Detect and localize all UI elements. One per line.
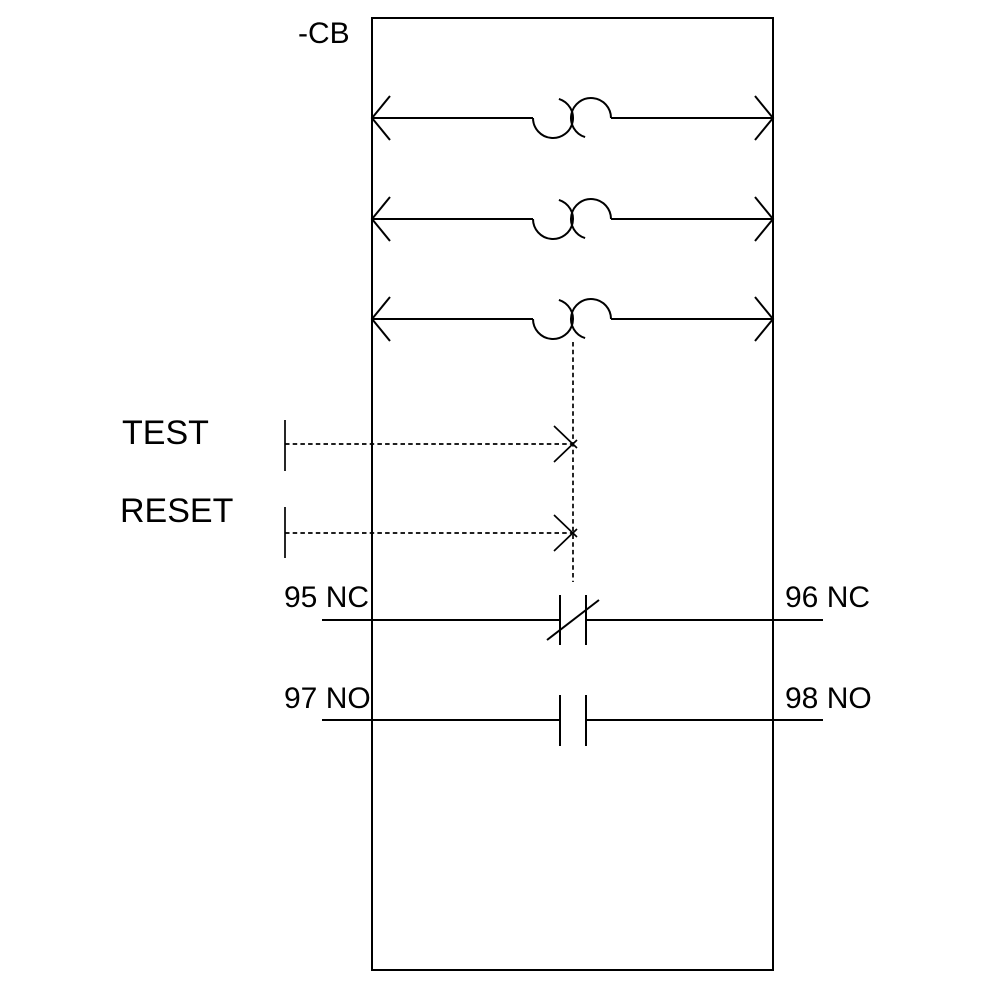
device-outline xyxy=(371,17,774,971)
current-transformer-symbol xyxy=(532,298,612,340)
arrowhead-right-icon xyxy=(754,296,775,342)
ct-circle-right xyxy=(570,298,612,340)
arrowhead-left-icon xyxy=(370,196,391,242)
current-transformer-symbol xyxy=(532,97,612,139)
test-label: TEST xyxy=(122,414,209,452)
arrowhead-right-icon xyxy=(754,95,775,141)
current-transformer-symbol xyxy=(532,198,612,240)
ct-circle-right xyxy=(570,198,612,240)
reset-arrowhead-icon xyxy=(553,514,578,552)
no-contact-symbol xyxy=(322,695,823,746)
pole-2 xyxy=(370,196,775,242)
ct-circle-left xyxy=(532,198,574,240)
pole-1 xyxy=(370,95,775,141)
test-arrowhead-icon xyxy=(553,425,578,463)
ct-circle-right xyxy=(570,97,612,139)
reset-label: RESET xyxy=(120,492,234,530)
terminal-97-no-label: 97 NO xyxy=(284,682,371,715)
arrowhead-right-icon xyxy=(754,196,775,242)
test-actuator xyxy=(284,420,578,471)
ct-circle-left xyxy=(532,97,574,139)
reset-actuator xyxy=(284,507,578,558)
ct-circle-left xyxy=(532,298,574,340)
nc-contact-symbol xyxy=(322,595,823,645)
terminal-98-no-label: 98 NO xyxy=(785,682,872,715)
terminal-96-nc-label: 96 NC xyxy=(785,581,871,614)
pole-3 xyxy=(370,296,775,342)
nc-slash xyxy=(546,599,600,641)
arrowhead-left-icon xyxy=(370,296,391,342)
device-label: -CB xyxy=(298,17,350,50)
terminal-95-nc-label: 95 NC xyxy=(284,581,370,614)
arrowhead-left-icon xyxy=(370,95,391,141)
